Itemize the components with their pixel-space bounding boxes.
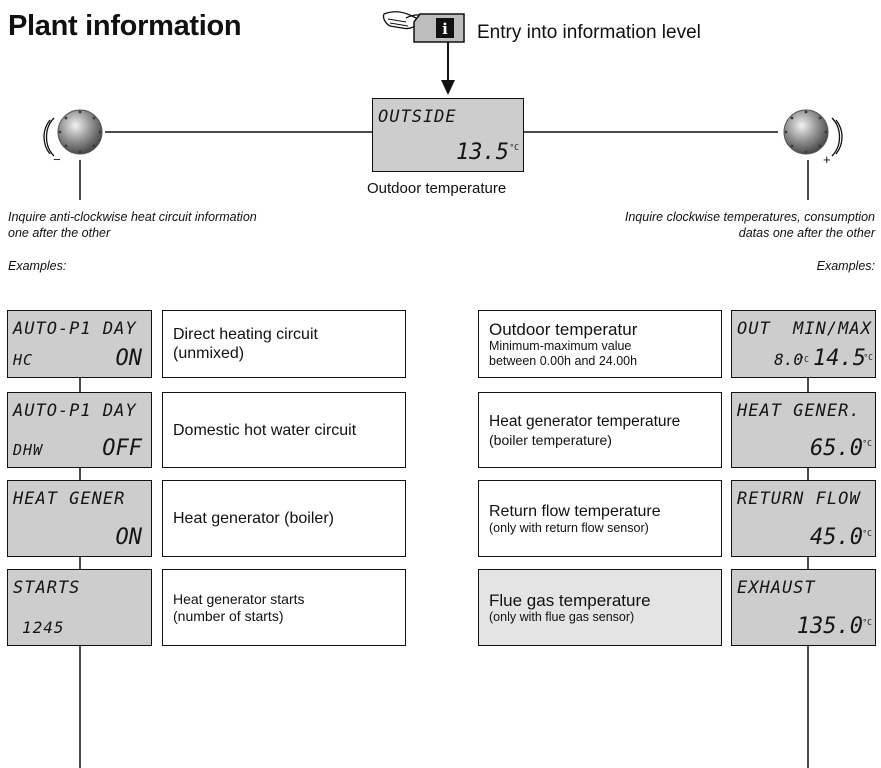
label-line: Minimum-maximum value [489, 338, 632, 353]
lcd-left-text: HC [13, 351, 34, 369]
lcd-max-value: 14.5 [813, 346, 866, 371]
label-line: Return flow temperature [489, 502, 661, 520]
lcd-min-value: 8.0 [774, 350, 803, 369]
examples-label-left: Examples: [8, 259, 67, 273]
label-box: Heat generator starts (number of starts) [162, 569, 406, 646]
lcd-starts-display: STARTS 1245 [7, 569, 152, 646]
outdoor-temp-caption: Outdoor temperature [367, 180, 507, 197]
lcd-top-text: AUTO-P1 DAY [13, 401, 137, 421]
left-note: Inquire anti-clockwise heat circuit info… [8, 209, 257, 241]
rotary-knob-right[interactable]: + [776, 108, 848, 173]
label-line: (unmixed) [173, 345, 245, 362]
lcd-value: 135.0 [796, 614, 863, 639]
entry-label: Entry into information level [477, 22, 701, 43]
label-line: Heat generator starts [173, 590, 305, 607]
lcd-top-text: EXHAUST [737, 578, 816, 598]
rotary-knob-left[interactable]: − [40, 108, 108, 173]
label-line: Domestic hot water circuit [173, 421, 357, 439]
label-box: Domestic hot water circuit [162, 392, 406, 468]
unit-label: °C [862, 439, 872, 448]
label-line: Heat generator (boiler) [173, 510, 334, 527]
lcd-top-text: STARTS [13, 578, 81, 598]
lcd-heat-gener-temp-display: HEAT GENER. 65.0 °C [731, 392, 876, 468]
lcd-left-text: DHW [13, 441, 44, 459]
left-note-line: Inquire anti-clockwise heat circuit info… [8, 210, 257, 224]
label-box: Heat generator (boiler) [162, 480, 406, 557]
label-line: Outdoor temperatur [489, 319, 638, 339]
lcd-return-flow-display: RETURN FLOW 45.0 °C [731, 480, 876, 557]
label-box: Outdoor temperatur Minimum-maximum value… [478, 310, 722, 378]
lcd-value: 13.5 [456, 140, 509, 165]
unit-label: °C [509, 143, 519, 152]
label-box: Heat generator temperature (boiler tempe… [478, 392, 722, 468]
info-key-icon[interactable]: i [380, 4, 466, 44]
right-note-line: datas one after the other [738, 226, 875, 240]
examples-label-right: Examples: [816, 259, 875, 273]
label-line: (boiler temperature) [489, 431, 612, 448]
lcd-top-text: HEAT GENER. [737, 401, 861, 421]
label-box: Flue gas temperature (only with flue gas… [478, 569, 722, 646]
lcd-left-text: 1245 [22, 618, 65, 637]
label-line: (only with return flow sensor) [489, 520, 649, 535]
label-line: between 0.00h and 24.00h [489, 353, 638, 368]
lcd-right-text: OFF [102, 436, 142, 461]
unit-label: °C [863, 353, 873, 362]
label-line: Heat generator temperature [489, 412, 681, 430]
label-line: (number of starts) [173, 607, 284, 624]
right-note: Inquire clockwise temperatures, consumpt… [625, 209, 875, 241]
outside-display: OUTSIDE 13.5 °C [372, 98, 524, 172]
unit-label: °C [799, 355, 809, 364]
lcd-out-minmax-display: OUT MIN/MAX 8.0 °C 14.5 °C [731, 310, 876, 378]
info-key-letter: i [442, 20, 448, 38]
lcd-top-text: OUT MIN/MAX [737, 319, 872, 339]
label-line: Direct heating circuit [173, 326, 318, 343]
right-note-line: Inquire clockwise temperatures, consumpt… [624, 210, 875, 224]
lcd-right-text: ON [115, 346, 143, 371]
plus-sign: + [823, 152, 831, 167]
left-note-line: one after the other [8, 226, 111, 240]
label-line: (only with flue gas sensor) [489, 609, 635, 624]
lcd-hc-display: AUTO-P1 DAY HC ON [7, 310, 152, 378]
label-box: Direct heating circuit (unmixed) [162, 310, 406, 378]
lcd-right-text: ON [115, 525, 143, 550]
lcd-heat-gener-display: HEAT GENER ON [7, 480, 152, 557]
lcd-value: 45.0 [810, 525, 863, 550]
lcd-exhaust-display: EXHAUST 135.0 °C [731, 569, 876, 646]
page-title: Plant information [8, 10, 242, 42]
unit-label: °C [862, 529, 872, 538]
lcd-top-text: HEAT GENER [13, 489, 126, 509]
minus-sign: − [53, 152, 61, 167]
lcd-top-text: RETURN FLOW [737, 489, 861, 509]
label-line: Flue gas temperature [489, 590, 651, 610]
lcd-top-text: AUTO-P1 DAY [13, 319, 137, 339]
lcd-top-text: OUTSIDE [378, 107, 457, 127]
lcd-value: 65.0 [810, 436, 863, 461]
label-box: Return flow temperature (only with retur… [478, 480, 722, 557]
lcd-dhw-display: AUTO-P1 DAY DHW OFF [7, 392, 152, 468]
unit-label: °C [862, 618, 872, 627]
